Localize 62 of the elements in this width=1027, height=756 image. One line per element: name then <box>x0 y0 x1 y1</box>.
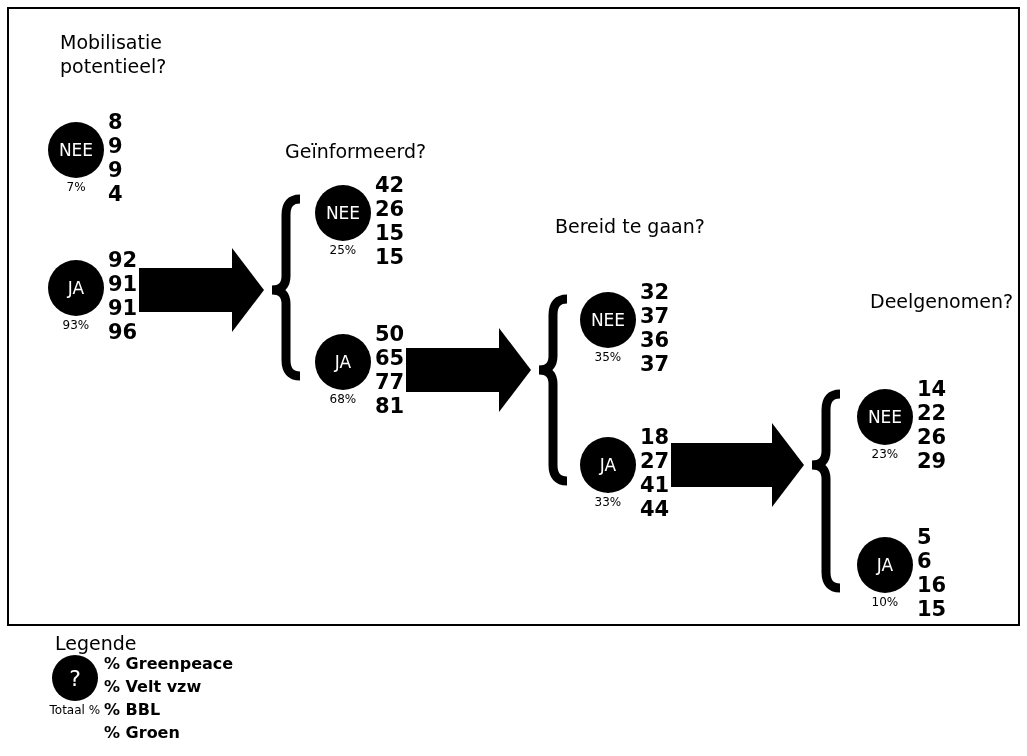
question-heading: Bereid te gaan? <box>555 215 705 237</box>
circle-node: JA <box>857 537 913 593</box>
circle-node: NEE <box>315 185 371 241</box>
value-label: 15 <box>375 221 405 245</box>
value-label: 44 <box>640 497 670 521</box>
percentage-label: 25% <box>329 243 357 257</box>
question-heading: Deelgenomen? <box>870 290 1014 312</box>
percentage-label: 93% <box>62 318 90 332</box>
value-label: 5 <box>917 525 932 549</box>
value-label: 22 <box>917 401 947 425</box>
value-label: 26 <box>375 197 405 221</box>
value-label: 41 <box>640 473 670 497</box>
value-label: 27 <box>640 449 670 473</box>
value-label: 37 <box>640 352 670 376</box>
percentage-label: 33% <box>594 495 622 509</box>
question-heading: Geïnformeerd? <box>285 140 427 162</box>
circle-node: NEE <box>580 292 636 348</box>
value-label: 18 <box>640 425 670 449</box>
percentage-label: 35% <box>594 350 622 364</box>
circle-node: ? <box>52 655 98 701</box>
value-label: 96 <box>108 320 138 344</box>
value-label: 14 <box>917 377 947 401</box>
value-label: 32 <box>640 280 670 304</box>
percentage-label: 68% <box>329 392 357 406</box>
value-label: 16 <box>917 573 947 597</box>
percentage-label: 7% <box>66 180 86 194</box>
value-label: 29 <box>917 449 947 473</box>
value-label: 65 <box>375 346 405 370</box>
value-label: 4 <box>108 182 123 206</box>
value-label: 15 <box>917 597 947 621</box>
value-label: 36 <box>640 328 670 352</box>
value-label: 50 <box>375 322 405 346</box>
circle-node: JA <box>580 437 636 493</box>
circle-node: JA <box>48 260 104 316</box>
block-arrow <box>406 328 531 412</box>
legend-item: % Groen <box>104 723 180 742</box>
value-label: 91 <box>108 272 138 296</box>
legend-item: % Greenpeace <box>104 654 234 673</box>
circle-node: NEE <box>857 389 913 445</box>
value-label: 8 <box>108 110 123 134</box>
value-label: 9 <box>108 158 123 182</box>
circle-node: NEE <box>48 122 104 178</box>
percentage-label: 10% <box>871 595 899 609</box>
question-heading: Mobilisatie potentieel? <box>60 30 168 78</box>
value-label: 77 <box>375 370 405 394</box>
block-arrow <box>671 423 804 507</box>
legend-item: % Velt vzw <box>104 677 202 696</box>
value-label: 91 <box>108 296 138 320</box>
circle-node: JA <box>315 334 371 390</box>
value-label: 37 <box>640 304 670 328</box>
value-label: 9 <box>108 134 123 158</box>
legend-heading: Legende <box>55 632 137 654</box>
block-arrow <box>139 248 264 332</box>
value-label: 92 <box>108 248 138 272</box>
value-label: 42 <box>375 173 405 197</box>
percentage-label: 23% <box>871 447 899 461</box>
percentage-label: Totaal % <box>49 703 101 717</box>
value-label: 81 <box>375 394 405 418</box>
value-label: 15 <box>375 245 405 269</box>
value-label: 26 <box>917 425 947 449</box>
value-label: 6 <box>917 549 932 573</box>
legend-item: % BBL <box>104 700 161 719</box>
